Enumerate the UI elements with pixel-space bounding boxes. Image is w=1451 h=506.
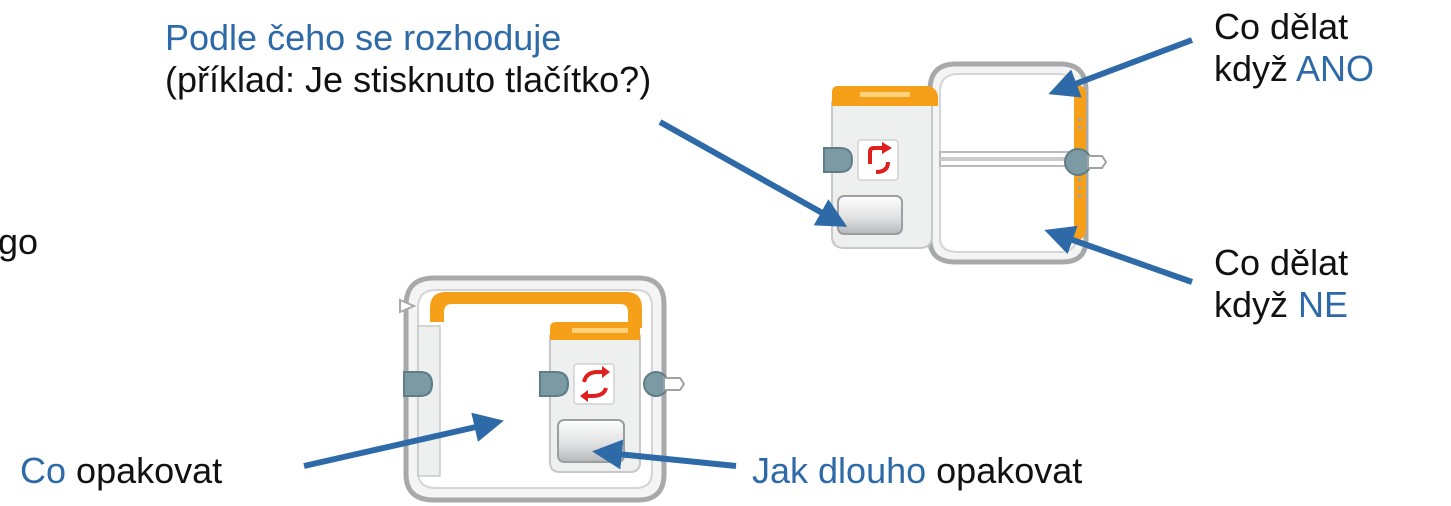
loop-body-rest: opakovat	[76, 450, 223, 491]
loop-condition-label: Jak dlouho opakovat	[752, 450, 1082, 492]
yes-case-prefix: když	[1214, 48, 1289, 89]
yes-case-label: Co dělat když ANO	[1214, 6, 1374, 90]
arrow-no-case	[1044, 225, 1193, 285]
switch-condition-example: (příklad: Je stisknuto tlačítko?)	[165, 59, 652, 100]
switch-block	[823, 61, 1108, 265]
no-case-keyword: NE	[1298, 284, 1349, 325]
cut-off-text: go	[0, 221, 39, 262]
loop-body-label: Co opakovat	[20, 450, 222, 492]
no-case-line1: Co dělat	[1214, 242, 1349, 283]
loop-condition-keyword: Jak dlouho	[752, 450, 927, 491]
switch-condition-title: Podle čeho se rozhoduje	[165, 17, 562, 58]
no-case-prefix: když	[1214, 284, 1289, 325]
loop-condition-rest: opakovat	[936, 450, 1083, 491]
arrow-condition	[658, 119, 848, 227]
loop-body-keyword: Co	[20, 450, 67, 491]
arrow-loop-body	[303, 412, 504, 469]
yes-case-line1: Co dělat	[1214, 6, 1349, 47]
loop-block	[399, 275, 686, 503]
no-case-label: Co dělat když NE	[1214, 242, 1348, 326]
arrow-loop-condition	[592, 439, 737, 470]
yes-case-keyword: ANO	[1296, 48, 1375, 89]
arrow-yes-case	[1048, 37, 1194, 98]
switch-condition-label: Podle čeho se rozhoduje (příklad: Je sti…	[165, 17, 651, 101]
